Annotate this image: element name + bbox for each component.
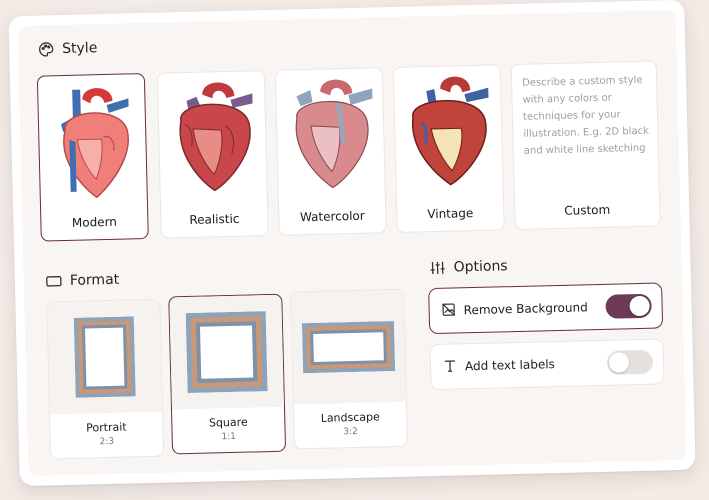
heart-illustration-modern xyxy=(42,78,143,202)
style-label-custom: Custom xyxy=(564,202,611,218)
style-label-watercolor: Watercolor xyxy=(299,208,365,225)
style-card-vintage[interactable]: Vintage xyxy=(392,64,505,233)
option-label-remove-background: Remove Background xyxy=(463,300,588,318)
option-label-add-text-labels: Add text labels xyxy=(464,357,556,374)
landscape-frame-image xyxy=(291,289,406,405)
format-card-landscape[interactable]: Landscape 3:2 xyxy=(290,288,408,450)
style-card-modern[interactable]: Modern xyxy=(36,73,149,242)
heart-illustration-realistic xyxy=(162,75,263,199)
text-icon xyxy=(443,357,457,376)
style-label-vintage: Vintage xyxy=(427,206,474,222)
style-card-realistic[interactable]: Realistic xyxy=(156,70,269,239)
portrait-frame-image xyxy=(47,299,163,415)
remove-background-toggle[interactable] xyxy=(605,293,652,319)
format-ratio-square: 1:1 xyxy=(221,431,237,443)
settings-panel-inner: Style Modern xyxy=(17,10,687,476)
format-name-portrait: Portrait xyxy=(86,420,127,435)
option-remove-background[interactable]: Remove Background xyxy=(428,282,664,335)
format-name-square: Square xyxy=(208,415,248,430)
format-name-landscape: Landscape xyxy=(320,410,380,425)
style-card-custom[interactable]: Describe a custom style with any colors … xyxy=(510,60,661,231)
heart-illustration-vintage xyxy=(398,69,499,193)
style-card-watercolor[interactable]: Watercolor xyxy=(274,67,387,236)
format-ratio-portrait: 2:3 xyxy=(99,436,115,448)
heart-illustration-watercolor xyxy=(280,72,381,196)
toggle-knob xyxy=(629,295,650,317)
sliders-icon xyxy=(429,261,445,275)
remove-background-icon xyxy=(441,301,456,320)
options-section-title: Options xyxy=(429,258,508,276)
rectangle-icon xyxy=(46,275,62,287)
style-label-modern: Modern xyxy=(71,214,118,230)
custom-style-input[interactable]: Describe a custom style with any colors … xyxy=(522,74,650,157)
settings-panel: Style Modern xyxy=(8,0,696,487)
option-add-text-labels[interactable]: Add text labels xyxy=(429,338,665,391)
format-card-square[interactable]: Square 1:1 xyxy=(168,293,287,455)
square-frame-image xyxy=(169,294,284,410)
format-ratio-landscape: 3:2 xyxy=(343,426,358,438)
style-label-realistic: Realistic xyxy=(189,211,240,227)
add-text-labels-toggle[interactable] xyxy=(606,349,654,375)
format-card-portrait[interactable]: Portrait 2:3 xyxy=(46,298,165,460)
format-section-title: Format xyxy=(46,272,119,290)
palette-icon xyxy=(38,41,54,57)
toggle-knob xyxy=(608,352,630,373)
style-section-title: Style xyxy=(38,40,98,57)
